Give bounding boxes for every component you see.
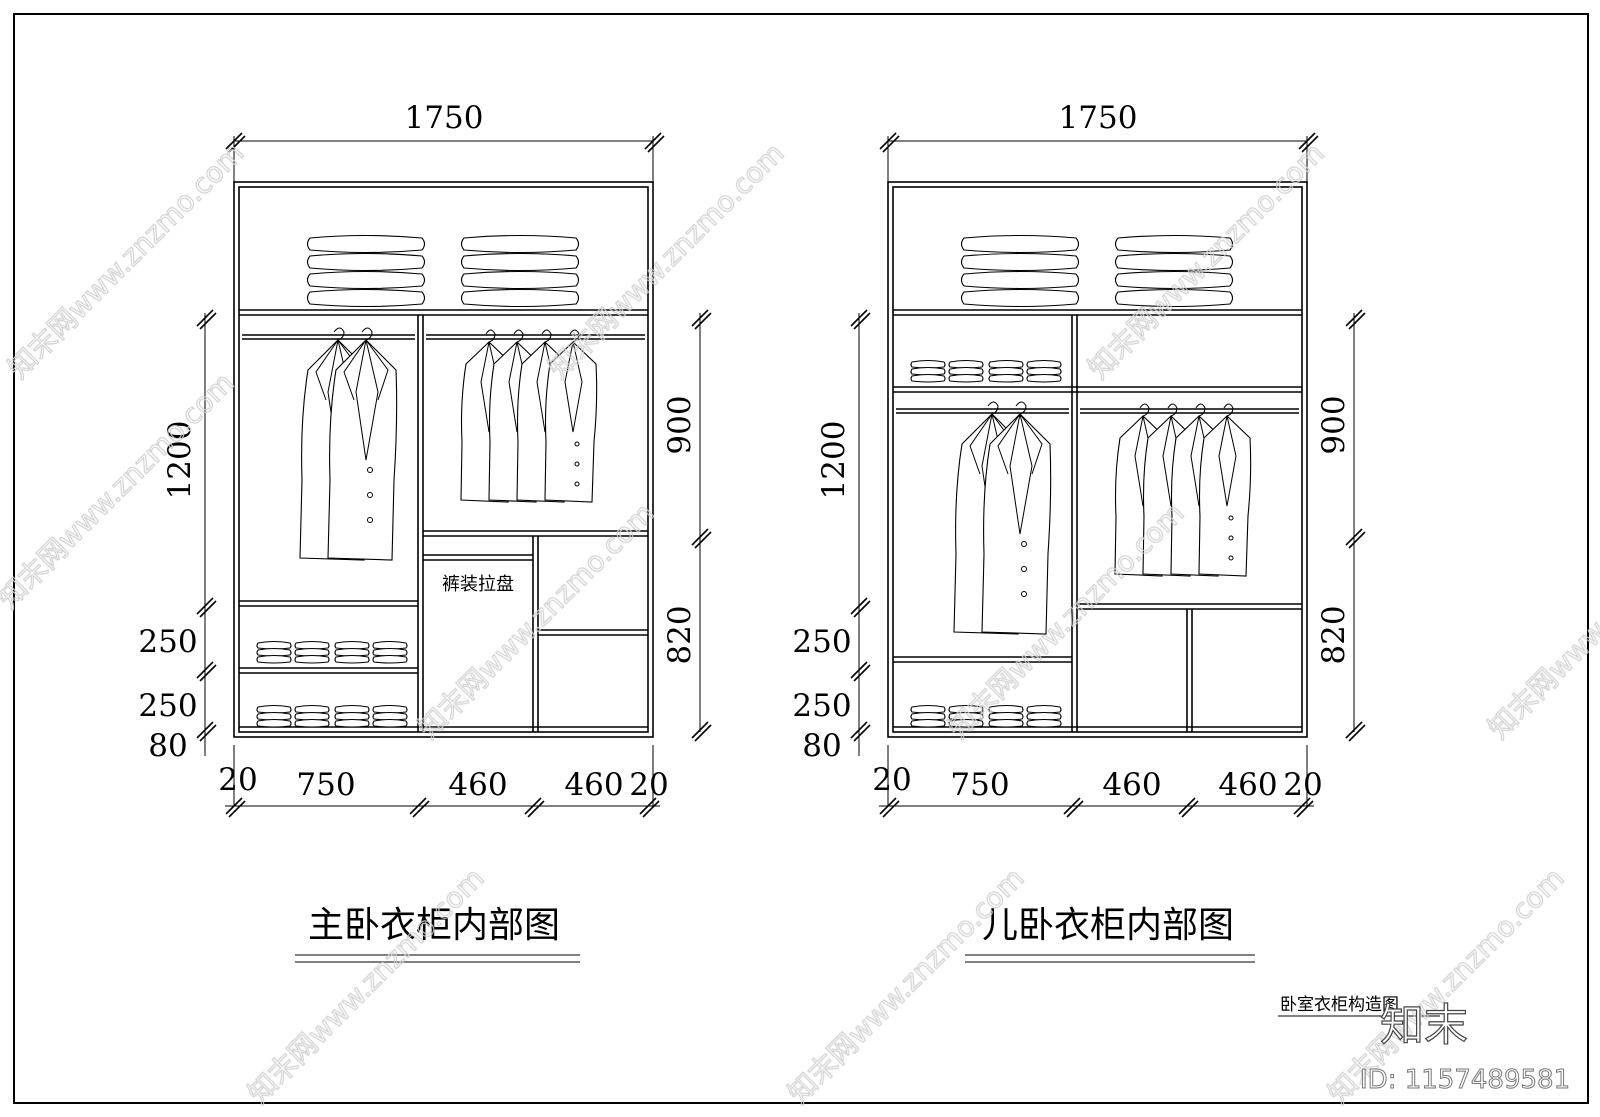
master-dim-250-lower: 250 xyxy=(138,688,197,724)
child-dim-1200: 1200 xyxy=(816,421,852,500)
master-dim-900: 900 xyxy=(662,395,698,454)
master-folded-clothes-4 xyxy=(335,706,407,728)
master-dim-20-left: 20 xyxy=(218,762,257,798)
master-dim-250-upper: 250 xyxy=(138,624,197,660)
master-wardrobe-drawing: 1750 xyxy=(138,100,712,963)
child-dim-820: 820 xyxy=(1316,605,1352,664)
child-dim-460-b: 460 xyxy=(1218,767,1277,803)
master-drawing-title: 主卧衣柜内部图 xyxy=(308,905,560,946)
child-dim-750: 750 xyxy=(950,767,1009,803)
watermark-text: 知末网www.znzmo.com xyxy=(412,496,661,745)
child-dim-250-upper: 250 xyxy=(792,624,851,660)
child-dim-20-left: 20 xyxy=(872,762,911,798)
image-id: ID: 1157489581 xyxy=(1360,1065,1570,1095)
sheet-note: 卧室衣柜构造图 xyxy=(1280,995,1399,1015)
master-towel-stack-left xyxy=(308,236,425,307)
master-folded-clothes-1 xyxy=(257,642,329,664)
watermark-text: 知末网www.znzmo.com xyxy=(2,136,251,385)
child-towel-stack-left xyxy=(962,236,1079,307)
child-cabinet-outline xyxy=(887,181,1308,738)
child-dim-80: 80 xyxy=(802,728,841,764)
child-dim-900: 900 xyxy=(1316,395,1352,454)
master-dim-460-b: 460 xyxy=(564,767,623,803)
child-folded-clothes-top-2 xyxy=(989,361,1061,383)
child-width-dim: 1750 xyxy=(1059,100,1138,136)
watermark-text: 知末网www.znzmo.com xyxy=(1482,496,1600,745)
master-cabinet-outline xyxy=(233,181,654,738)
master-dim-460-a: 460 xyxy=(448,767,507,803)
master-towel-stack-right xyxy=(462,236,579,307)
master-folded-clothes-3 xyxy=(257,706,329,728)
master-dim-750: 750 xyxy=(296,767,355,803)
pants-pullout-label: 裤装拉盘 xyxy=(442,574,514,595)
watermark-text: 知末网www.znzmo.com xyxy=(242,861,491,1110)
master-dim-820: 820 xyxy=(662,605,698,664)
master-dim-1200: 1200 xyxy=(162,421,198,500)
watermark-text: 知末网www.znzmo.com xyxy=(782,861,1031,1110)
watermark-text: 知末网www.znzmo.com xyxy=(0,366,240,615)
master-folded-clothes-2 xyxy=(335,642,407,664)
master-dim-20-right: 20 xyxy=(629,767,668,803)
sheet-frame xyxy=(13,13,1589,1104)
child-drawing-title: 儿卧衣柜内部图 xyxy=(982,905,1234,946)
child-folded-clothes-top-1 xyxy=(911,361,983,383)
master-dim-80: 80 xyxy=(148,728,187,764)
child-dim-460-a: 460 xyxy=(1102,767,1161,803)
master-width-dim: 1750 xyxy=(405,100,484,136)
child-dim-20-right: 20 xyxy=(1283,767,1322,803)
child-dim-250-lower: 250 xyxy=(792,688,851,724)
brand-logo: 知末 xyxy=(1380,1000,1468,1051)
child-wardrobe-drawing: 1750 xyxy=(792,100,1366,963)
